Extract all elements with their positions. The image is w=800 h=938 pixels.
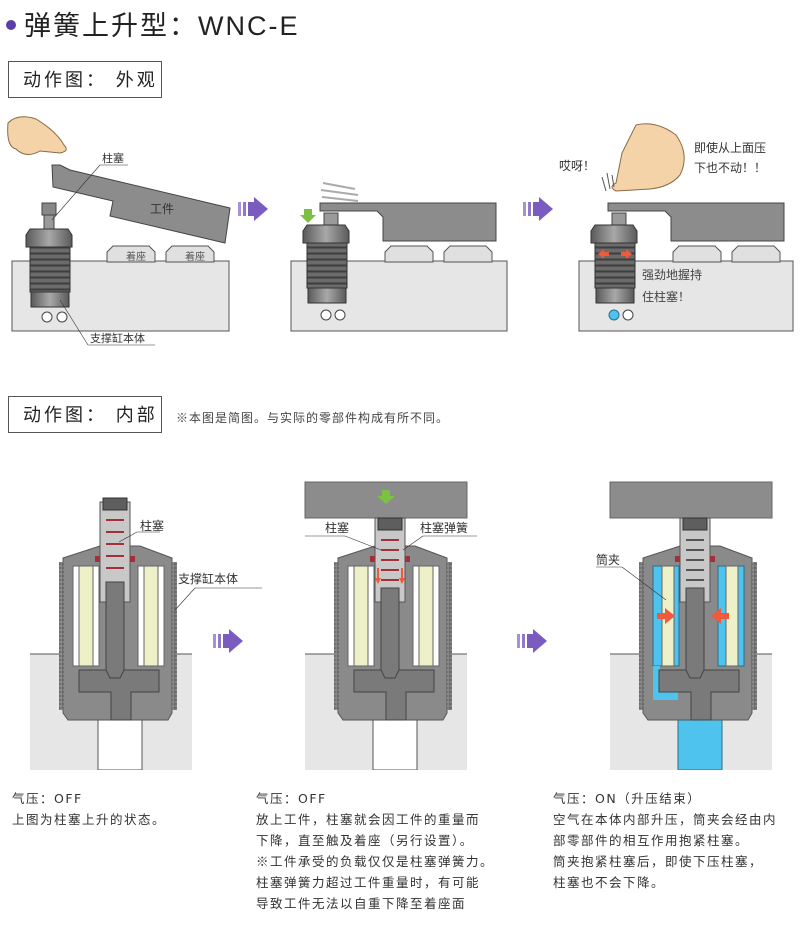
exterior-panel-1: 柱塞 工件 着座 着座 支撑缸本体 <box>7 116 231 346</box>
exterior-diagram: 柱塞 工件 着座 着座 支撑缸本体 <box>7 116 794 346</box>
arrow-right-icon <box>517 629 547 653</box>
caption-3-air: 气压：ON（升压结束） <box>553 791 702 806</box>
label-workpiece: 工件 <box>150 202 174 216</box>
seat-left <box>384 245 434 263</box>
label-plunger: 柱塞 <box>325 520 349 535</box>
force-arrow-icon <box>711 608 729 624</box>
workpiece-tilted <box>51 164 231 244</box>
fist-icon <box>611 123 685 192</box>
label-body: 支撑缸本体 <box>90 331 145 345</box>
label-spring: 柱塞弹簧 <box>420 520 468 535</box>
section-label-interior: 动作图： 内部 <box>8 396 162 433</box>
motion-lines-icon <box>320 182 359 202</box>
section-label-exterior-text: 动作图： 外观 <box>23 70 158 91</box>
force-arrow-icon <box>621 249 632 259</box>
workpiece <box>319 202 497 242</box>
caption-2-air: 气压：OFF <box>256 791 327 806</box>
interior-panel-2 <box>304 481 477 770</box>
workpiece <box>607 202 785 242</box>
caption-3-line: 空气在本体内部升压，筒夹会经由内 <box>553 812 778 827</box>
support-cylinder <box>302 212 350 321</box>
caption-2-line: 放上工件，柱塞就会因工件的重量而 <box>256 812 481 827</box>
arrow-right-icon <box>238 197 268 221</box>
bullet-icon <box>6 19 16 30</box>
arrow-right-icon <box>523 197 553 221</box>
label-grip-1: 强劲地握持 <box>642 267 702 282</box>
label-collet: 筒夹 <box>596 552 620 567</box>
shake-lines-icon <box>601 172 615 192</box>
down-arrow-icon <box>377 490 395 504</box>
label-seat-left: 着座 <box>126 250 146 263</box>
caption-2-line: 导致工件无法以自重下降至着座面 <box>256 896 467 911</box>
simplified-diagram-note: ※本图是简图。与实际的零部件构成有所不同。 <box>176 411 450 425</box>
down-force-icon <box>375 568 381 584</box>
interior-diagram: 柱塞 支撑缸本体 <box>30 481 773 770</box>
support-cylinder <box>590 212 638 321</box>
label-exclaim: 哎呀！ <box>559 159 595 173</box>
hand-icon <box>7 116 67 155</box>
section-label-interior-text: 动作图： 内部 <box>23 405 158 426</box>
seat-left <box>672 245 722 263</box>
caption-3-line: 柱塞也不会下降。 <box>553 875 666 890</box>
force-arrow-icon <box>657 608 675 624</box>
seat-left <box>106 245 156 263</box>
caption-3-line: 部零部件的相互作用抱紧柱塞。 <box>553 833 750 848</box>
label-plunger: 柱塞 <box>140 518 164 533</box>
page-title: 弹簧上升型：WNC-E <box>6 4 299 43</box>
caption-2-line: 下降，直至触及着座（另行设置）。 <box>256 833 474 848</box>
caption-1-line: 上图为柱塞上升的状态。 <box>12 812 167 827</box>
exterior-panel-3: 哎呀！ 即使从上面压 下也不动！！ 强劲地握持 住柱塞！ <box>559 123 794 332</box>
plunger <box>370 517 410 679</box>
interior-panel-3 <box>596 481 773 770</box>
label-speech-2: 下也不动！！ <box>694 161 766 175</box>
seat-right <box>443 245 493 263</box>
label-grip-2: 住柱塞！ <box>642 289 690 304</box>
down-arrow-icon <box>300 209 316 223</box>
interior-panel-1 <box>30 497 262 770</box>
seat-right <box>731 245 781 263</box>
workpiece <box>609 481 773 519</box>
arrow-right-icon <box>213 629 243 653</box>
down-force-icon <box>399 568 405 584</box>
label-speech-1: 即使从上面压 <box>694 140 766 155</box>
plunger <box>95 497 135 679</box>
label-seat-right: 着座 <box>185 250 205 263</box>
caption-2: 气压：OFF 放上工件，柱塞就会因工件的重量而 下降，直至触及着座（另行设置）。… <box>256 788 494 914</box>
exterior-panel-2 <box>290 182 508 332</box>
caption-3-line: 筒夹抱紧柱塞后，即使下压柱塞， <box>553 854 764 869</box>
caption-2-line: 柱塞弹簧力超过工件重量时，有可能 <box>256 875 481 890</box>
caption-1-air: 气压：OFF <box>12 791 83 806</box>
caption-3: 气压：ON（升压结束） 空气在本体内部升压，筒夹会经由内 部零部件的相互作用抱紧… <box>553 788 777 893</box>
section-label-exterior: 动作图： 外观 <box>8 61 162 98</box>
caption-2-line: ※工件承受的负载仅仅是柱塞弹簧力。 <box>256 854 495 869</box>
caption-1: 气压：OFF 上图为柱塞上升的状态。 <box>12 788 166 830</box>
plunger <box>675 517 715 679</box>
label-plunger: 柱塞 <box>102 151 124 165</box>
force-arrow-icon <box>598 249 609 259</box>
seat-right <box>165 245 215 263</box>
page-title-text: 弹簧上升型：WNC-E <box>24 11 300 41</box>
label-body: 支撑缸本体 <box>178 571 238 586</box>
support-cylinder <box>25 202 73 323</box>
